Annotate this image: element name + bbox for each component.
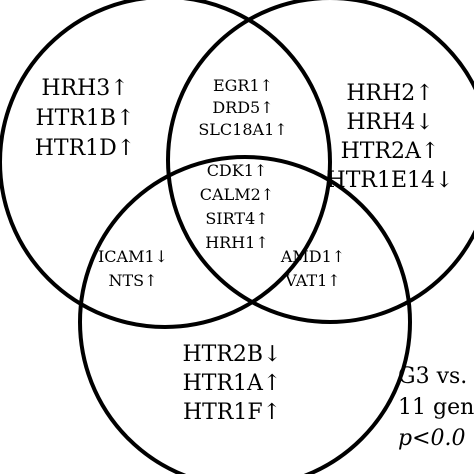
- gene-label: SIRT4↑: [205, 209, 268, 228]
- region-left-right: EGR1↑ DRD5↑ SLC18A1↑: [198, 76, 287, 139]
- circle-bottom: [78, 155, 412, 474]
- gene-label: HTR2B↓: [182, 342, 281, 367]
- region-left-only: HRH3↑ HTR1B↑ HTR1D↑: [35, 76, 136, 161]
- caption-line: 11 gene: [398, 395, 474, 420]
- gene-label: HTR1F↑: [183, 400, 281, 425]
- region-left-bottom: ICAM1↓ NTS↑: [98, 247, 168, 290]
- gene-label: AMD1↑: [280, 247, 345, 266]
- circle-left: [0, 0, 332, 329]
- circle-right: [166, 0, 474, 324]
- region-all-three: CDK1↑ CALM2↑ SIRT4↑ HRH1↑: [200, 161, 274, 252]
- gene-label: HRH4↓: [346, 110, 433, 135]
- region-bottom-only: HTR2B↓ HTR1A↑ HTR1F↑: [182, 342, 281, 425]
- gene-label: EGR1↑: [213, 76, 273, 95]
- gene-label: NTS↑: [108, 271, 157, 290]
- gene-label: ICAM1↓: [98, 247, 168, 266]
- gene-label: VAT1↑: [284, 271, 340, 290]
- gene-label: HRH3↑: [41, 76, 128, 101]
- caption-line: p<0.0: [398, 426, 466, 451]
- gene-label: HTR1B↑: [35, 106, 134, 131]
- region-right-only: HRH2↑ HRH4↓ HTR2A↑ HTR1E14↓: [327, 81, 454, 193]
- gene-label: SLC18A1↑: [198, 120, 287, 139]
- gene-label: HTR2A↑: [341, 139, 440, 164]
- gene-label: CDK1↑: [207, 161, 268, 180]
- gene-label: DRD5↑: [212, 98, 273, 117]
- caption-line: G3 vs.: [398, 364, 467, 389]
- gene-label: HRH1↑: [205, 233, 269, 252]
- gene-label: CALM2↑: [200, 185, 274, 204]
- gene-label: HTR1E14↓: [327, 168, 454, 193]
- gene-label: HRH2↑: [346, 81, 433, 106]
- region-right-bottom: AMD1↑ VAT1↑: [280, 247, 345, 290]
- gene-label: HTR1D↑: [35, 136, 136, 161]
- caption: G3 vs. 11 gene p<0.0: [398, 364, 474, 451]
- gene-label: HTR1A↑: [183, 371, 282, 396]
